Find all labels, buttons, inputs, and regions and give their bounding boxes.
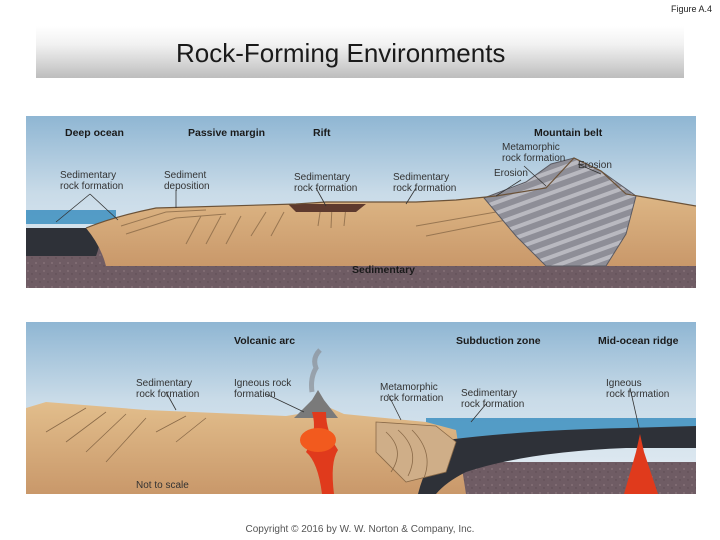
- label-not-to-scale: Not to scale: [136, 480, 189, 491]
- label-igneous-rock-formation: Igneous rock formation: [234, 378, 291, 400]
- label-line: deposition: [164, 181, 210, 192]
- bottom-diagram-panel: Volcanic arc Subduction zone Mid-ocean r…: [26, 322, 696, 494]
- page-title: Rock-Forming Environments: [176, 38, 506, 68]
- label-line: rock formation: [294, 183, 358, 194]
- label-sedimentary-rock-left: Sedimentary rock formation: [136, 378, 199, 400]
- header-mountain-belt: Mountain belt: [534, 127, 603, 139]
- label-line: rock formation: [606, 389, 670, 400]
- label-line: rock formation: [502, 153, 566, 164]
- label-line: rock formation: [60, 181, 124, 192]
- header-volcanic-arc: Volcanic arc: [234, 335, 296, 347]
- label-erosion-right: Erosion: [578, 160, 612, 171]
- label-sedimentary-rock-2: Sedimentary rock formation: [294, 172, 357, 194]
- top-diagram-panel: Deep ocean Passive margin Rift Mountain …: [26, 116, 696, 288]
- header-subduction-zone: Subduction zone: [456, 335, 541, 347]
- label-line: rock formation: [393, 183, 457, 194]
- header-deep-ocean: Deep ocean: [65, 127, 124, 139]
- label-igneous-rock-ridge: Igneous rock formation: [606, 378, 669, 400]
- header-rift: Rift: [313, 127, 331, 139]
- label-line: Metamorphic: [502, 142, 560, 153]
- label-sediment-deposition: Sediment deposition: [164, 170, 210, 192]
- label-line: Sedimentary: [136, 378, 193, 389]
- label-line: Sediment: [164, 170, 207, 181]
- label-line: Igneous rock: [234, 378, 292, 389]
- label-metamorphic-rock: Metamorphic rock formation: [502, 142, 565, 164]
- label-metamorphic-rock: Metamorphic rock formation: [380, 382, 443, 404]
- label-line: formation: [234, 389, 276, 400]
- label-line: rock formation: [136, 389, 200, 400]
- label-line: rock formation: [380, 393, 444, 404]
- title-bar: Rock-Forming Environments: [36, 26, 684, 78]
- label-line: Igneous: [606, 378, 642, 389]
- copyright-notice: Copyright © 2016 by W. W. Norton & Compa…: [245, 524, 475, 535]
- label-sedimentary: Sedimentary: [352, 264, 416, 276]
- bottom-diagram-illustration: [26, 322, 696, 494]
- label-sedimentary-rock-3: Sedimentary rock formation: [393, 172, 456, 194]
- label-line: rock formation: [461, 399, 525, 410]
- label-line: Sedimentary: [461, 388, 518, 399]
- label-line: Sedimentary: [393, 172, 450, 183]
- label-sedimentary-rock-1: Sedimentary rock formation: [60, 170, 123, 192]
- figure-label: Figure A.4: [670, 4, 712, 14]
- label-line: Sedimentary: [294, 172, 351, 183]
- label-line: Sedimentary: [60, 170, 117, 181]
- label-line: Metamorphic: [380, 382, 438, 393]
- header-mid-ocean-ridge: Mid-ocean ridge: [598, 335, 679, 347]
- header-passive-margin: Passive margin: [188, 127, 266, 139]
- label-erosion-left: Erosion: [494, 168, 528, 179]
- label-sedimentary-rock-right: Sedimentary rock formation: [461, 388, 524, 410]
- top-diagram-illustration: [26, 116, 696, 288]
